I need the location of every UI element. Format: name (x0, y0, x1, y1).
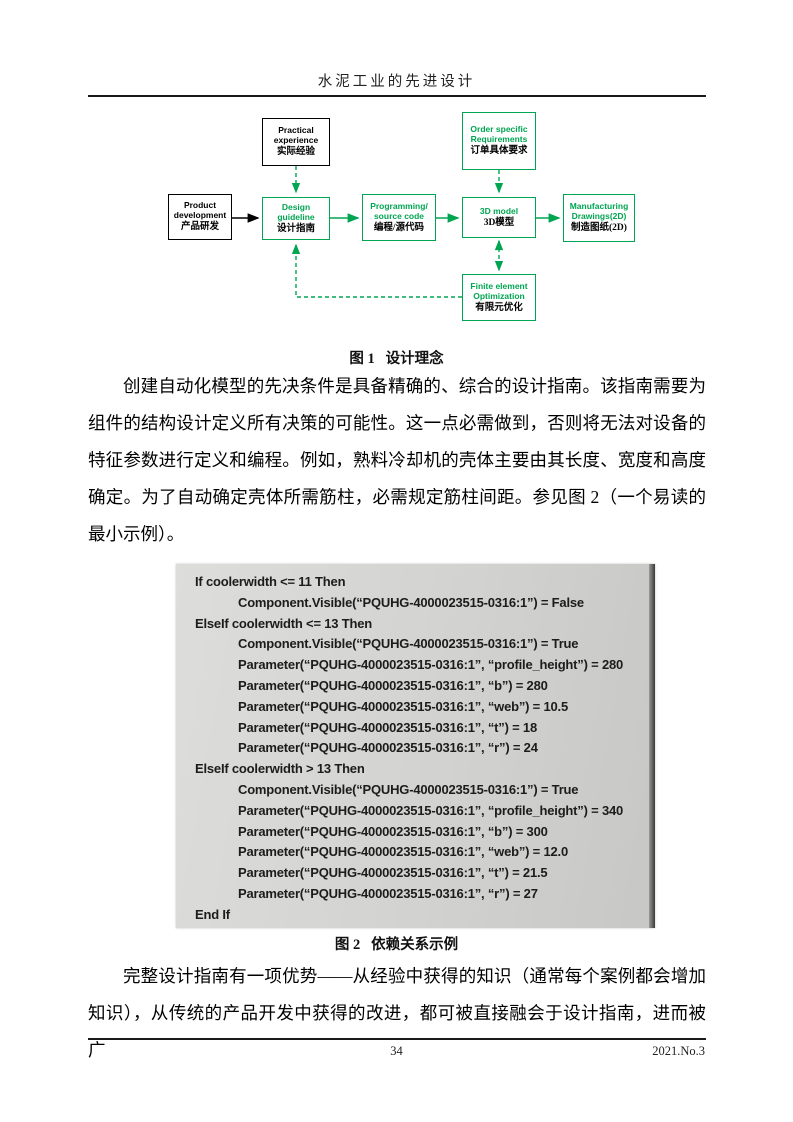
code-line: If coolerwidth <= 11 Then (195, 574, 346, 589)
code-line: Parameter(“PQUHG-4000023515-0316:1”, “we… (238, 844, 568, 860)
design-guideline-en-label: Design guideline (277, 201, 315, 222)
footer-issue-number: 2021.No.3 (652, 1044, 705, 1058)
3d-model-en-label: 3D model (479, 205, 519, 216)
programming-en-label: Programming/ source code (370, 200, 428, 221)
figure1-caption: 图 1 设计理念 (349, 351, 444, 367)
code-line: Parameter(“PQUHG-4000023515-0316:1”, “b”… (238, 823, 548, 839)
product-development-en-label: Product development (173, 200, 227, 221)
flow-node-design-guideline: Design guideline 设计指南 (262, 197, 330, 240)
code-line: Parameter(“PQUHG-4000023515-0316:1”, “b”… (238, 677, 548, 693)
footer-page-number: 34 (390, 1044, 403, 1058)
code-line: ElseIf coolerwidth > 13 Then (195, 761, 365, 777)
product-development-zh-label: 产品研发 (180, 222, 219, 233)
figure2-code-listing: If coolerwidth <= 11 Then Component.Visi… (176, 564, 655, 928)
figure1-flowchart: Practical experience 实际经验 Order specific… (100, 108, 692, 340)
design-guideline-zh-label: 设计指南 (276, 223, 315, 234)
code-line: Component.Visible(“PQUHG-4000023515-0316… (238, 636, 579, 652)
code-line: Parameter(“PQUHG-4000023515-0316:1”, “t”… (238, 865, 548, 881)
3d-model-zh-label: 3D模型 (483, 217, 515, 228)
practical-experience-zh-label: 实际经验 (276, 147, 315, 158)
fem-zh-label: 有限元优化 (475, 302, 523, 313)
code-line: Component.Visible(“PQUHG-4000023515-0316… (238, 594, 584, 610)
practical-experience-en-label: Practical experience (273, 125, 319, 146)
figure2-caption: 图 2 依赖关系示例 (334, 937, 459, 953)
fem-en-label: Finite element Optimization (470, 280, 528, 301)
code-line: Parameter(“PQUHG-4000023515-0316:1”, “pr… (238, 802, 624, 818)
code-line: ElseIf coolerwidth <= 13 Then (195, 615, 372, 631)
body-paragraph-2: 完整设计指南有一项优势——从经验中获得的知识（通常每个案例都会增加知识），从传统… (88, 966, 706, 1060)
code-line: Parameter(“PQUHG-4000023515-0316:1”, “r”… (238, 885, 538, 901)
header-rule (88, 95, 706, 97)
programming-zh-label: 编程/源代码 (373, 222, 425, 233)
flowchart-arrows (232, 166, 561, 298)
arrow-fem-feedback-to-design (291, 243, 462, 298)
order-requirements-zh-label: 订单具体要求 (470, 146, 528, 157)
flow-node-programming-source-code: Programming/ source code 编程/源代码 (362, 194, 436, 241)
code-line: Component.Visible(“PQUHG-4000023515-0316… (238, 781, 579, 797)
code-line: End If (195, 906, 230, 922)
order-requirements-en-label: Order specific Requirements (470, 124, 528, 145)
flow-node-finite-element-optimization: Finite element Optimization 有限元优化 (462, 274, 536, 321)
code-line: Parameter(“PQUHG-4000023515-0316:1”, “we… (238, 698, 568, 714)
code-line: Parameter(“PQUHG-4000023515-0316:1”, “t”… (238, 719, 537, 735)
code-line: Parameter(“PQUHG-4000023515-0316:1”, “r”… (238, 740, 538, 756)
page-header-title: 水泥工业的先进设计 (317, 74, 476, 90)
flow-node-manufacturing-drawings: Manufacturing Drawings(2D) 制造图纸(2D) (563, 194, 635, 242)
footer-rule (88, 1038, 706, 1040)
flow-node-order-requirements: Order specific Requirements 订单具体要求 (462, 112, 536, 170)
flow-node-3d-model: 3D model 3D模型 (462, 197, 536, 238)
body-paragraph-1: 创建自动化模型的先决条件是具备精确的、综合的设计指南。该指南需要为组件的结构设计… (88, 376, 706, 544)
code-line: Parameter(“PQUHG-4000023515-0316:1”, “pr… (238, 657, 624, 673)
flow-node-product-development: Product development 产品研发 (168, 194, 232, 240)
flow-node-practical-experience: Practical experience 实际经验 (262, 118, 330, 166)
manufacturing-drawings-en-label: Manufacturing Drawings(2D) (569, 201, 629, 222)
manufacturing-drawings-zh-label: 制造图纸(2D) (571, 223, 627, 234)
scan-artifact-edge (649, 564, 655, 928)
